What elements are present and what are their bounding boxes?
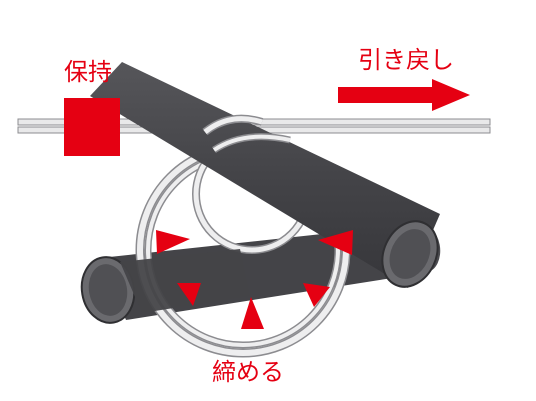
pull-back-label: 引き戻し (358, 46, 454, 74)
wire-twist (202, 114, 291, 153)
tighten-arrows-icon (156, 230, 353, 329)
tighten-triangle (318, 230, 353, 255)
tighten-triangle (177, 283, 201, 306)
tighten-triangle (241, 297, 264, 329)
hold-clamp-icon (64, 98, 120, 156)
lower-rod-front (120, 249, 250, 313)
tighten-label: 締める (212, 358, 284, 386)
tighten-triangle (156, 230, 190, 254)
tighten-triangle (303, 283, 330, 307)
pull-back-arrow-icon (338, 79, 470, 111)
hold-label: 保持 (64, 58, 112, 86)
